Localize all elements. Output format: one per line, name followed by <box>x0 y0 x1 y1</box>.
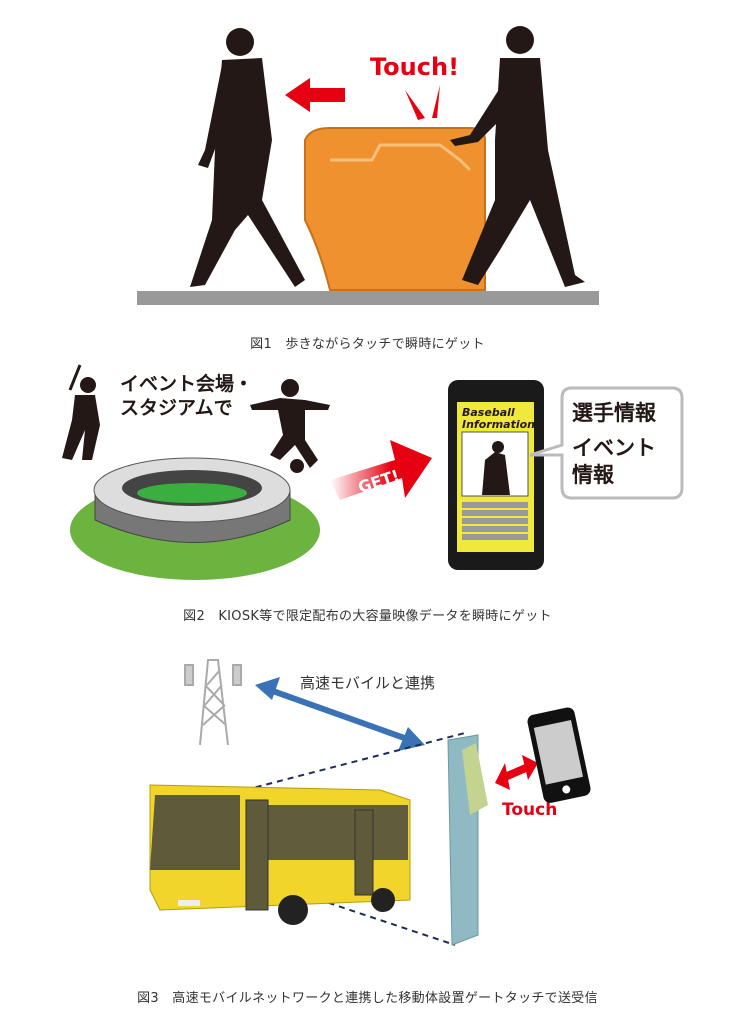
figure-3-illustration: 高速モバイルと連携 Touch <box>149 659 591 946</box>
bubble-line3: 情報 <box>572 463 615 487</box>
direction-arrow <box>285 78 345 112</box>
touch-spark <box>432 85 440 118</box>
smartphone: Baseball Information <box>448 380 544 570</box>
figure-3: 高速モバイルと連携 Touch <box>0 645 735 965</box>
figure-1: Touch! <box>0 0 735 320</box>
bus <box>149 784 411 925</box>
walking-man-left-silhouette <box>190 28 305 287</box>
info-speech-bubble: 選手情報 イベント 情報 <box>529 386 684 500</box>
cell-tower-icon <box>184 659 242 746</box>
stadium-icon <box>93 457 291 543</box>
figure-2: イベント会場・ スタジアムで GET! Baseball Information <box>0 360 735 590</box>
figure-2-caption: 図2 KIOSK等で限定配布の大容量映像データを瞬時にゲット <box>183 609 552 624</box>
figure-2-illustration: イベント会場・ スタジアムで GET! Baseball Information <box>62 364 684 580</box>
figure-3-caption: 図3 高速モバイルネットワークと連携した移動体設置ゲートタッチで送受信 <box>137 991 598 1006</box>
soccer-player-silhouette <box>250 379 330 473</box>
touch-spark <box>405 90 425 120</box>
network-label: 高速モバイルと連携 <box>300 674 435 692</box>
venue-label-line1: イベント会場・ <box>120 372 253 395</box>
figure-1-illustration: Touch! <box>137 26 599 305</box>
walking-man-right-silhouette <box>450 26 585 287</box>
soccer-ball <box>290 459 304 473</box>
kiosk-gate <box>304 127 486 291</box>
touch-label: Touch <box>502 800 557 820</box>
baseball-player-silhouette <box>62 364 100 460</box>
gate-kiosk <box>447 734 488 946</box>
touch-label: Touch! <box>370 53 459 81</box>
get-arrow <box>330 440 432 500</box>
screen-title-line1: Baseball <box>462 406 515 419</box>
ground <box>137 291 599 305</box>
touch-red-arrow <box>495 755 538 790</box>
bubble-line1: 選手情報 <box>572 401 657 425</box>
venue-label-line2: スタジアムで <box>120 397 233 419</box>
figure-1-caption: 図1 歩きながらタッチで瞬時にゲット <box>250 337 485 352</box>
screen-title-line2: Information <box>462 418 535 431</box>
smartphone-icon <box>527 707 591 803</box>
bubble-line2: イベント <box>572 436 656 460</box>
